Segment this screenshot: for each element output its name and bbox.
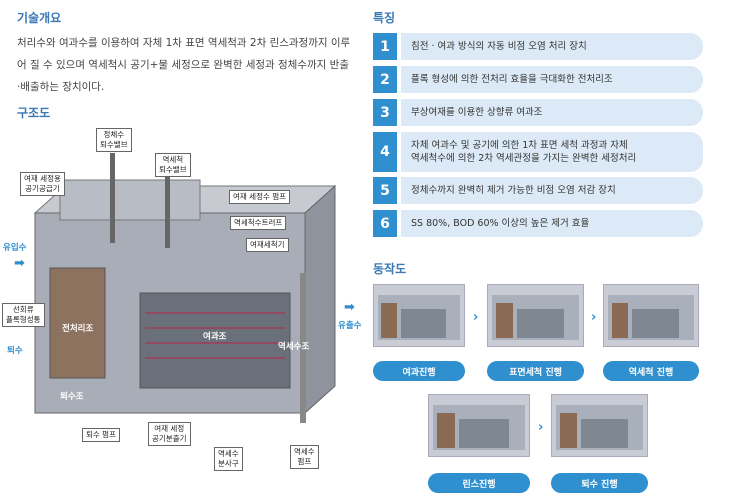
- backwash-pipe: [300, 273, 306, 423]
- label-trough: 역세척수트러프: [230, 216, 287, 230]
- tank-drain-label: 퇴수조: [60, 392, 84, 402]
- chevron-right-icon: ›: [591, 310, 597, 325]
- features-heading: 특징: [373, 11, 396, 25]
- drain-pipe: [110, 153, 115, 243]
- label-wash-pump: 여재 세정수 펌프: [229, 190, 291, 204]
- label-backwash-drain-valve: 역세척 퇴수밸브: [155, 153, 191, 177]
- tank-pre-label: 전처리조: [62, 324, 94, 334]
- tank-filter-label: 여과조: [203, 332, 227, 342]
- overview-heading: 기술개요: [17, 11, 62, 25]
- step-thumb-2: [487, 284, 584, 347]
- step-pill-4: 린스진행: [428, 473, 530, 493]
- step-thumb-1: [373, 284, 465, 347]
- label-drain-valve: 정체수 퇴수밸브: [96, 128, 132, 152]
- tank-backwash-label: 역세수조: [278, 342, 310, 352]
- step-pill-1: 여과진행: [373, 361, 465, 381]
- step-pill-2: 표면세척 진행: [487, 361, 584, 381]
- step-pill-3: 역세척 진행: [603, 361, 699, 381]
- step-thumb-5: [551, 394, 648, 457]
- operation-heading: 동작도: [373, 262, 407, 276]
- label-drain-pump: 퇴수 펌프: [82, 428, 120, 442]
- label-swirl: 선회류 플록형성통: [2, 303, 45, 327]
- outflow-arrow-icon: ➡: [344, 300, 355, 315]
- upper-box: [59, 179, 201, 221]
- pre-tank-region: [49, 267, 106, 379]
- drain-label: 퇴수: [7, 346, 23, 356]
- filter-region: [139, 292, 291, 389]
- chevron-right-icon: ›: [473, 310, 479, 325]
- inflow-label: 유입수: [3, 243, 27, 253]
- structure-heading: 구조도: [17, 106, 51, 120]
- valve-pipe: [165, 158, 170, 248]
- overview-text: 처리수와 여과수를 이용하여 자체 1차 표면 역세척과 2차 린스과정까지 이…: [17, 37, 351, 93]
- tank-side: [304, 184, 336, 415]
- chevron-right-icon: ›: [538, 420, 544, 435]
- structure-diagram: [33, 153, 337, 423]
- step-thumb-3: [603, 284, 699, 347]
- label-air-diffuser: 여재 세정 공기분출기: [148, 422, 191, 446]
- outflow-label: 유출수: [338, 321, 362, 331]
- step-thumb-4: [428, 394, 530, 457]
- media-lines: [145, 312, 285, 359]
- inflow-arrow-icon: ➡: [14, 256, 25, 271]
- label-media-wash: 여재세척기: [246, 238, 289, 252]
- label-bw-pump: 역세수 펌프: [290, 445, 319, 469]
- label-air-supply: 여재 세정용 공기공급기: [20, 172, 65, 196]
- label-bw-distributor: 역세수 분사구: [214, 447, 243, 471]
- step-pill-5: 퇴수 진행: [551, 473, 648, 493]
